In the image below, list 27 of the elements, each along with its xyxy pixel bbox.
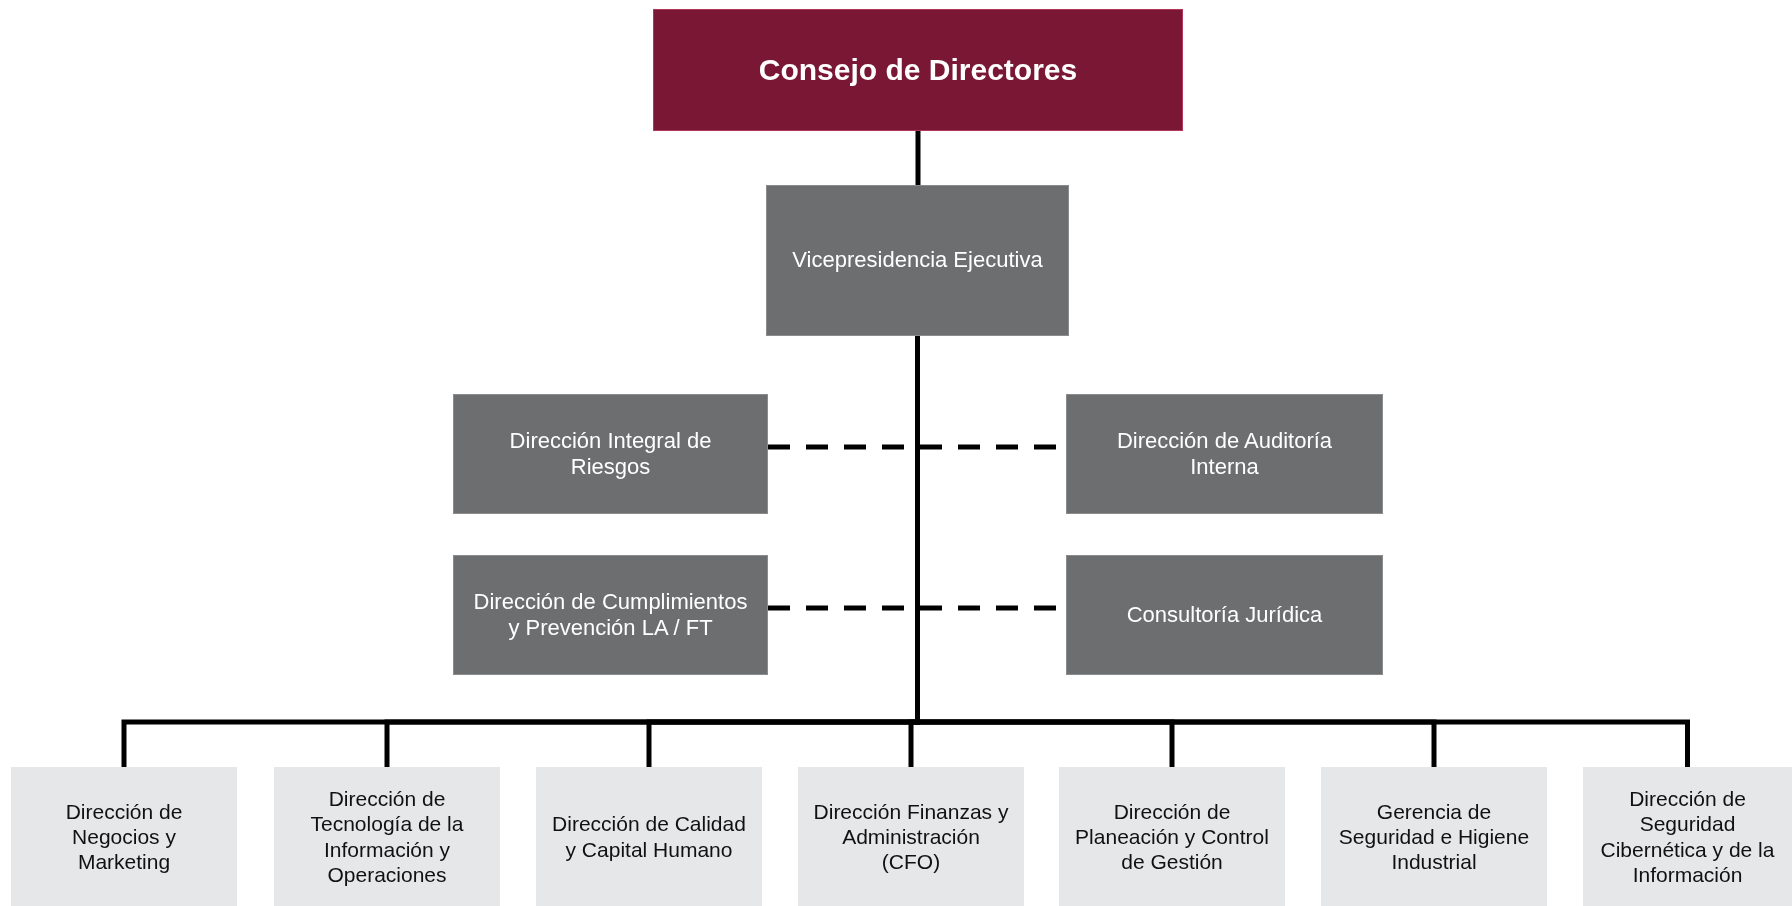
position-title: Dirección de Seguridad Cibernética y de la Información (1599, 786, 1776, 887)
position-title: Dirección Finanzas y Administración (CFO) (813, 798, 1009, 875)
position-box (453, 394, 768, 514)
position-box (798, 767, 1024, 906)
position-box (1059, 767, 1285, 906)
position-title: Gerencia de Seguridad e Higiene Industrial (1337, 798, 1531, 875)
position-box (11, 767, 237, 906)
board-box (653, 9, 1183, 131)
connector-line (915, 131, 921, 185)
position-box (536, 767, 762, 906)
position-title: Dirección de Planeación y Control de Gestión (1074, 798, 1270, 875)
position-box (1321, 767, 1547, 906)
position-box (766, 185, 1069, 336)
position-title: Dirección de Cumplimientos y Prevención LA / FT (472, 588, 749, 642)
position-title: Consultoría Jurídica (1126, 601, 1323, 629)
position-box (274, 767, 500, 906)
position-title: Vicepresidencia Ejecutiva (792, 247, 1043, 274)
position-title: Dirección de Negocios y Marketing (64, 798, 184, 875)
position-box (1583, 767, 1792, 906)
position-box (453, 555, 768, 675)
position-title: Dirección de Auditoría Interna (1115, 427, 1334, 481)
position-title: Dirección de Tecnología de la Información y Operaciones (309, 786, 465, 887)
position-box (1066, 555, 1383, 675)
position-box (1066, 394, 1383, 514)
position-title: Dirección de Calidad y Capital Humano (551, 811, 747, 862)
position-title: Dirección Integral de Riesgos (508, 427, 713, 481)
position-title: Consejo de Directores (758, 52, 1078, 88)
